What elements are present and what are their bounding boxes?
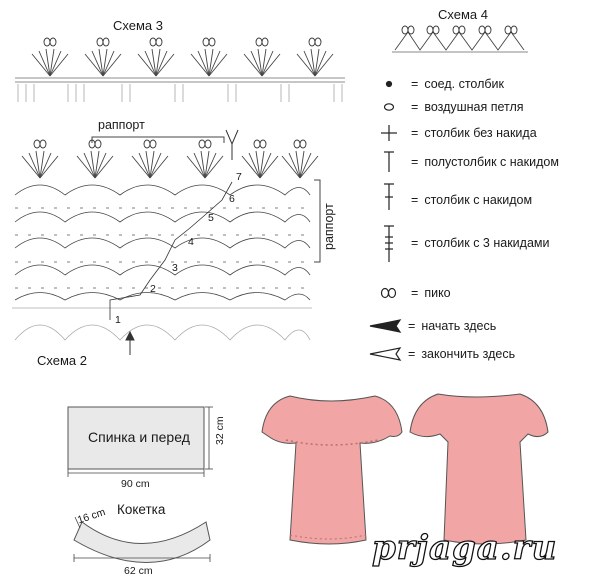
legend-item-start: =начать здесь <box>408 319 497 333</box>
body-piece-label: Спинка и перед <box>88 429 190 445</box>
row-number-3: 3 <box>172 262 178 274</box>
row-number-7: 7 <box>236 171 242 183</box>
watermark: prjaga.ru <box>371 527 558 568</box>
garment-back <box>409 393 549 545</box>
scheme3-title: Схема 3 <box>113 18 163 33</box>
legend-item-half-double: =полустолбик с накидом <box>411 155 559 169</box>
scheme2-title: Схема 2 <box>37 353 87 368</box>
row-number-4: 4 <box>188 236 194 248</box>
scheme4-chart <box>392 25 528 53</box>
yoke-piece-shape <box>73 516 211 563</box>
repeat-label-horizontal: раппорт <box>98 118 145 132</box>
legend-item-finish: =закончить здесь <box>408 347 516 361</box>
legend-item-triple: =столбик с 3 накидами <box>411 236 550 250</box>
row-number-1: 1 <box>115 314 121 326</box>
legend-item-chain: =воздушная петля <box>411 100 524 114</box>
garment-front <box>261 395 403 545</box>
row-number-2: 2 <box>150 283 156 295</box>
legend-item-single-crochet: =столбик без накида <box>411 126 537 140</box>
legend-item-picot: =пико <box>411 286 451 300</box>
yoke-width-label: 62 cm <box>124 565 153 577</box>
legend-item-double: =столбик с накидом <box>411 193 533 207</box>
repeat-label-vertical: раппорт <box>322 203 336 250</box>
legend-icons <box>369 80 402 361</box>
legend-item-slip-stitch: =соед. столбик <box>411 77 504 91</box>
scheme4-title: Схема 4 <box>438 7 488 22</box>
scheme2-chart <box>12 129 321 355</box>
body-piece-shape <box>67 406 213 477</box>
yoke-piece-label: Кокетка <box>117 502 166 517</box>
body-width-label: 90 cm <box>121 478 150 490</box>
body-height-label: 32 cm <box>214 416 226 445</box>
row-number-6: 6 <box>229 193 235 205</box>
scheme3-chart <box>15 38 345 102</box>
row-number-5: 5 <box>208 212 214 224</box>
